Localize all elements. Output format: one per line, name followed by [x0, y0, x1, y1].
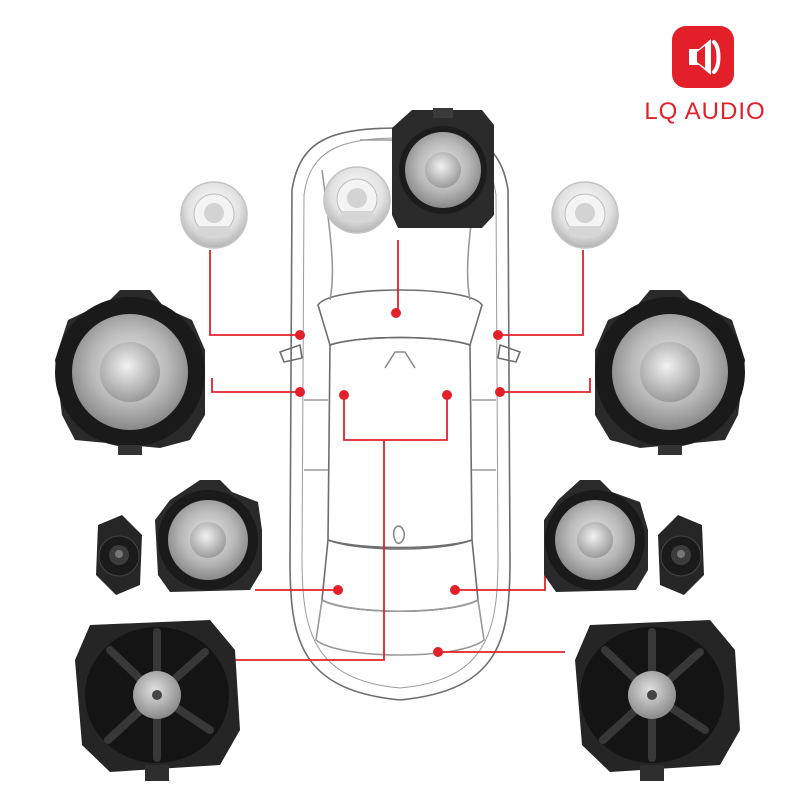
- right-door-line: [472, 399, 496, 471]
- sunroof-mark: [384, 351, 416, 369]
- position-markers: [295, 308, 505, 657]
- marker-left-rear-door: [333, 585, 343, 595]
- car-outline: [279, 127, 521, 701]
- right-mirror: [497, 344, 521, 363]
- marker-right-rear-door: [450, 585, 460, 595]
- line-left-front-door: [211, 378, 300, 393]
- black-tweeter-icon: [658, 515, 704, 595]
- large-coaxial-speaker-icon: [55, 290, 205, 455]
- rear-emblem: [392, 525, 406, 545]
- marker-center-midrange: [391, 308, 401, 318]
- rear-window: [321, 539, 479, 612]
- speaker-in-rounded-square-icon: [672, 26, 734, 88]
- trunk: [315, 599, 485, 656]
- silver-tweeter-icon: [180, 181, 248, 249]
- roof: [327, 336, 473, 549]
- line-left-dash-tweeter: [209, 250, 300, 336]
- left-door-line: [304, 399, 328, 471]
- large-coaxial-speaker-icon: [595, 290, 745, 455]
- marker-rear-deck: [433, 647, 443, 657]
- silver-tweeter-icon: [551, 181, 619, 249]
- medium-speaker-icon: [155, 480, 262, 592]
- marker-right-dash-tweeter: [493, 330, 503, 340]
- left-mirror: [279, 344, 303, 363]
- line-cabin-bracket: [343, 395, 448, 441]
- marker-left-front-door: [295, 387, 305, 397]
- black-tweeter-icon: [96, 515, 142, 595]
- square-midrange-speaker-icon: [392, 108, 494, 228]
- brand-logo: LQ AUDIO: [620, 22, 790, 132]
- line-right-rear-door: [455, 575, 546, 591]
- medium-speaker-icon: [544, 480, 648, 592]
- silver-tweeter-icon: [323, 166, 391, 234]
- marker-left-dash-tweeter: [295, 330, 305, 340]
- line-right-front-door: [500, 378, 591, 393]
- marker-right-cabin: [442, 390, 452, 400]
- line-left-subwoofer: [235, 440, 385, 661]
- marker-left-cabin: [339, 390, 349, 400]
- underseat-subwoofer-icon: [75, 620, 240, 781]
- brand-name: LQ AUDIO: [644, 98, 766, 125]
- car-body: [289, 127, 511, 701]
- marker-right-front-door: [495, 387, 505, 397]
- underseat-subwoofer-icon: [575, 620, 740, 781]
- connector-lines: [209, 240, 591, 661]
- line-right-dash-tweeter: [498, 250, 584, 336]
- hood-line-left: [321, 169, 334, 301]
